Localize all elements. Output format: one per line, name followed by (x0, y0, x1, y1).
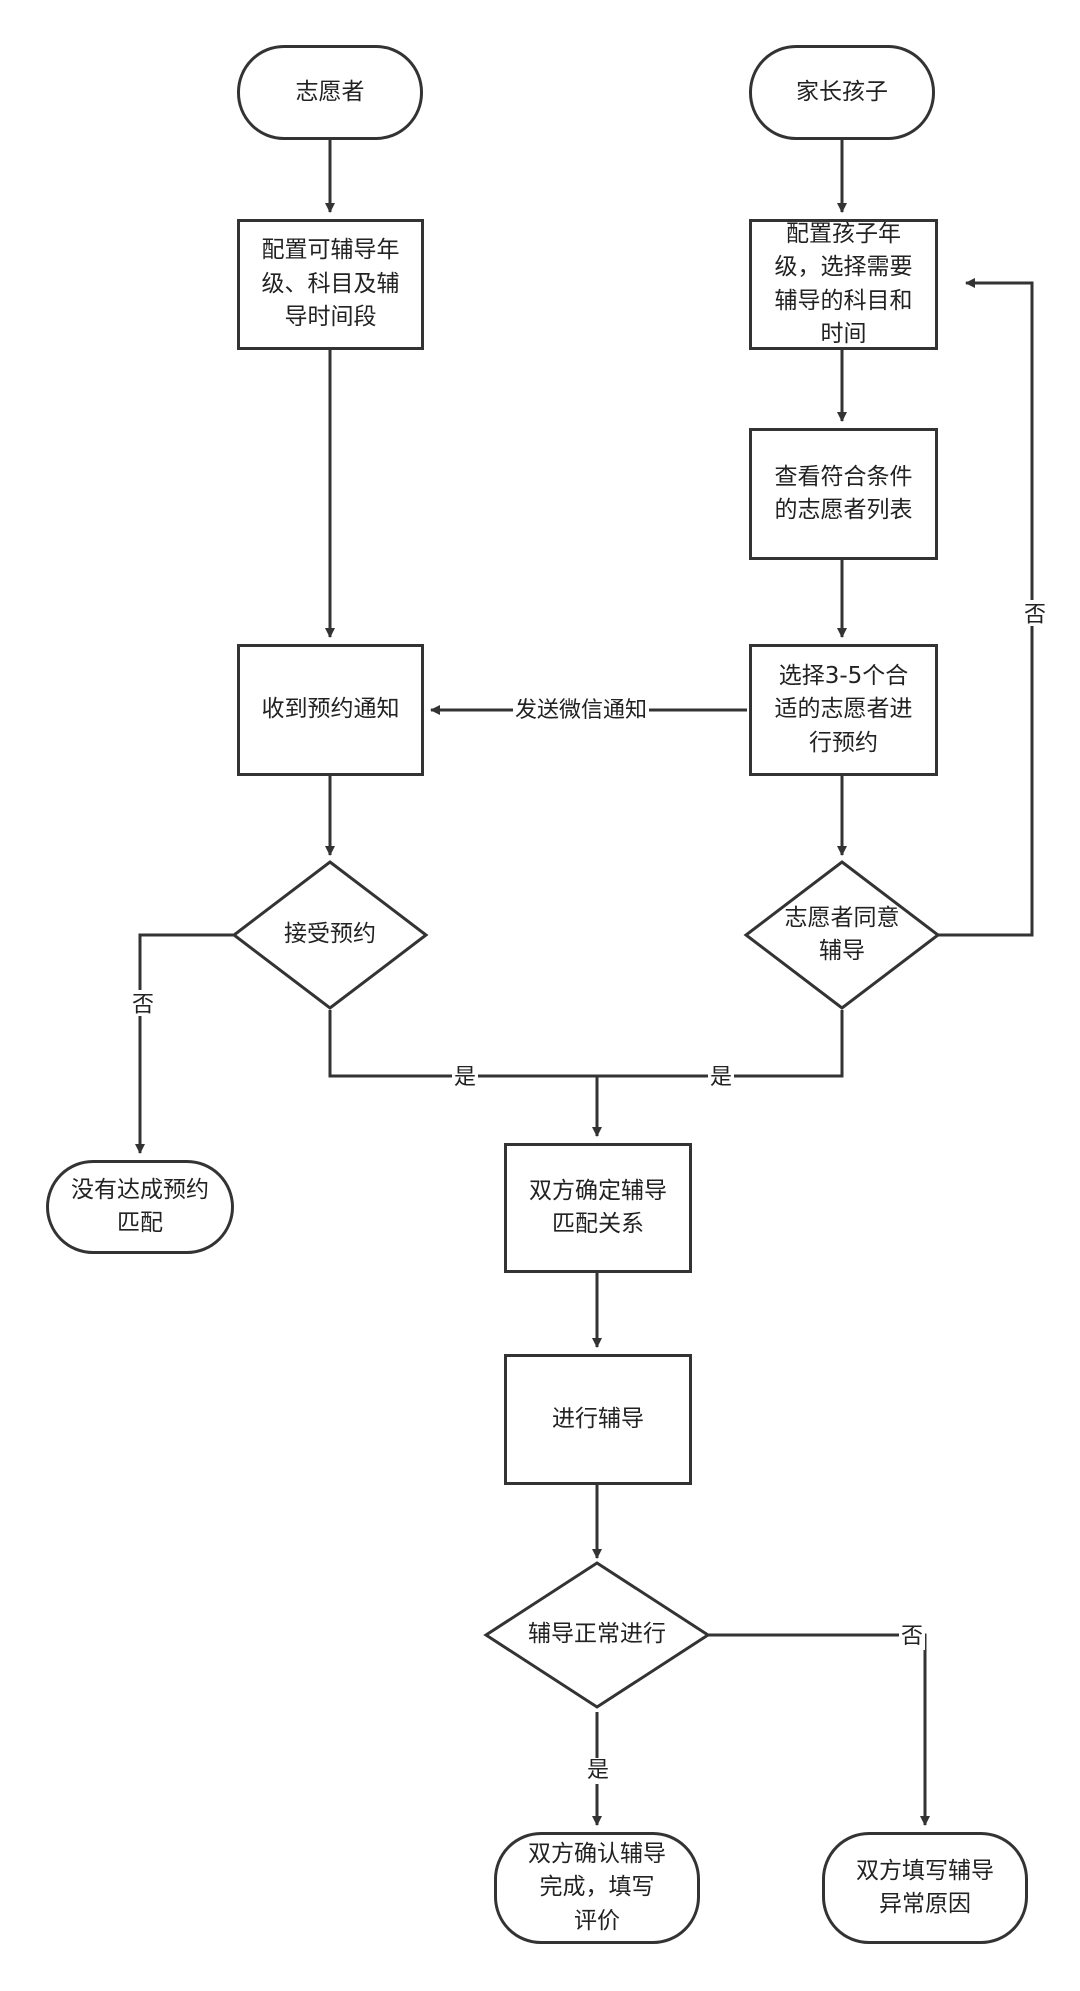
report-issue-node: 双方填写辅导 异常原因 (822, 1832, 1028, 1944)
node-label: 志愿者同意 辅导 (784, 904, 900, 964)
node-label: 双方填写辅导 异常原因 (856, 1857, 994, 1917)
node-label: 配置孩子年 级，选择需要 辅导的科目和 时间 (774, 220, 913, 347)
volunteer-agree-node: 志愿者同意 辅导 (756, 900, 928, 970)
node-label: 查看符合条件 的志愿者列表 (774, 463, 913, 523)
node-label: 辅导正常进行 (528, 1621, 666, 1648)
edge-accept-no-to-no-match (135, 933, 234, 1154)
confirm-done-node: 双方确认辅导 完成，填写 评价 (494, 1832, 700, 1944)
edge-agree-no-loop (938, 278, 1034, 937)
config-volunteer-node: 配置可辅导年 级、科目及辅 导时间段 (237, 219, 424, 350)
decision-accept-booking-shape (231, 860, 429, 1010)
node-label: 接受预约 (284, 921, 376, 948)
node-label: 志愿者 (295, 78, 365, 105)
confirm-match-node: 双方确定辅导 匹配关系 (504, 1143, 692, 1273)
edge-label-agree-no: 否 (1020, 600, 1045, 626)
tutoring-normal-node: 辅导正常进行 (497, 1600, 697, 1670)
edge-label-normal-yes: 是 (585, 1758, 612, 1784)
node-label: 选择3-5个合 适的志愿者进 行预约 (774, 662, 913, 756)
decision-tutoring-normal-shape (483, 1561, 711, 1709)
decision-volunteer-agree-shape (743, 860, 941, 1010)
node-label: 没有达成预约 匹配 (71, 1176, 209, 1236)
do-tutoring-node: 进行辅导 (504, 1354, 692, 1485)
node-label: 双方确认辅导 完成，填写 评价 (528, 1840, 666, 1934)
node-label: 双方确定辅导 匹配关系 (529, 1177, 667, 1237)
start-parent-node: 家长孩子 (749, 45, 935, 140)
select-volunteers-node: 选择3-5个合 适的志愿者进 行预约 (749, 644, 938, 776)
node-label: 家长孩子 (796, 78, 888, 105)
view-list-node: 查看符合条件 的志愿者列表 (749, 428, 938, 560)
node-label: 配置可辅导年 级、科目及辅 导时间段 (261, 237, 400, 331)
node-label: 进行辅导 (552, 1405, 644, 1432)
edge-accept-yes-join (328, 1010, 597, 1078)
edge-agree-yes-join (597, 1010, 844, 1078)
config-parent-node: 配置孩子年 级，选择需要 辅导的科目和 时间 (749, 219, 938, 350)
edge-label-send-wechat: 发送微信通知 (513, 698, 650, 724)
receive-notice-node: 收到预约通知 (237, 644, 424, 776)
edge-normal-no-to-issue (708, 1633, 930, 1826)
no-match-node: 没有达成预约 匹配 (46, 1160, 234, 1254)
edge-label-agree-yes: 是 (708, 1065, 735, 1091)
node-label: 收到预约通知 (261, 696, 400, 723)
edge-label-normal-no: 否 (899, 1624, 926, 1650)
edge-label-accept-no: 否 (128, 990, 153, 1016)
accept-booking-node: 接受预约 (244, 900, 416, 970)
start-volunteer-node: 志愿者 (237, 45, 423, 140)
edge-label-accept-yes: 是 (452, 1065, 479, 1091)
